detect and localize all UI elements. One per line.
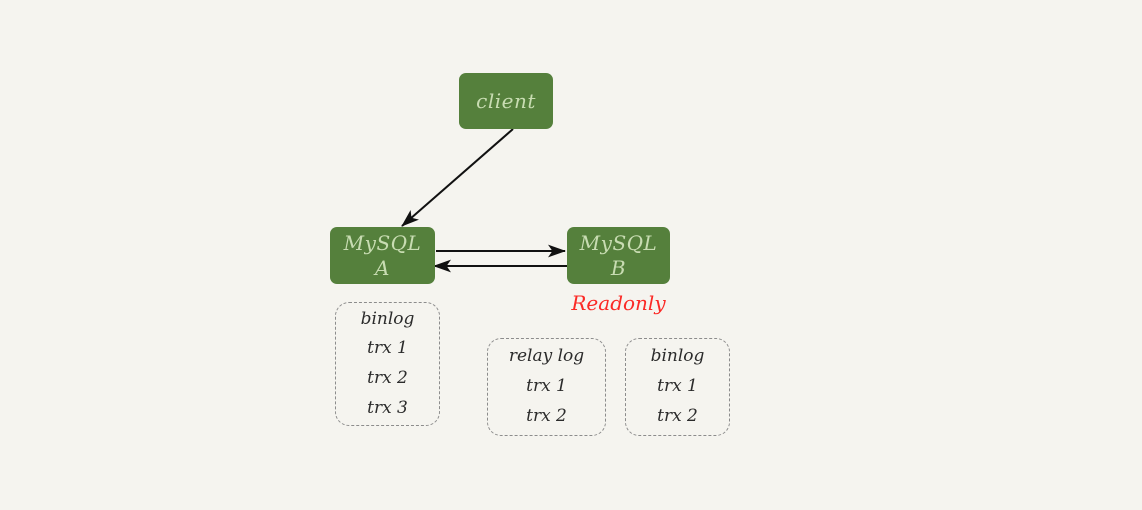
node-mysql-a-label-line2: A [375,255,390,280]
logbox-binlog-b: binlog trx 1 trx 2 [625,338,730,436]
logbox-binlog-a: binlog trx 1 trx 2 trx 3 [335,302,440,426]
logbox-relay-log: relay log trx 1 trx 2 [487,338,606,436]
arrow-client-to-mysql-a [401,128,514,227]
logbox-relay-log-title: relay log [508,346,585,367]
logbox-binlog-a-title: binlog [360,308,415,329]
node-mysql-b-label-line2: B [610,255,627,280]
node-mysql-a-label-line1: MySQL [343,230,422,255]
logbox-binlog-b-entry-0: trx 1 [657,376,698,397]
node-client[interactable]: client [459,73,553,129]
logbox-binlog-a-entry-0: trx 1 [367,338,408,359]
logbox-binlog-b-entry-1: trx 2 [657,405,698,426]
logbox-binlog-b-title: binlog [650,346,705,367]
readonly-label: Readonly [571,291,666,315]
logbox-relay-log-entry-1: trx 2 [526,405,567,426]
logbox-relay-log-entry-0: trx 1 [526,376,567,397]
node-mysql-a[interactable]: MySQL A [330,227,435,284]
logbox-binlog-a-entry-1: trx 2 [367,368,408,388]
node-mysql-b[interactable]: MySQL B [567,227,670,284]
node-mysql-b-label-line1: MySQL [579,230,658,255]
logbox-binlog-a-entry-2: trx 3 [367,397,408,418]
node-client-label: client [476,88,536,113]
